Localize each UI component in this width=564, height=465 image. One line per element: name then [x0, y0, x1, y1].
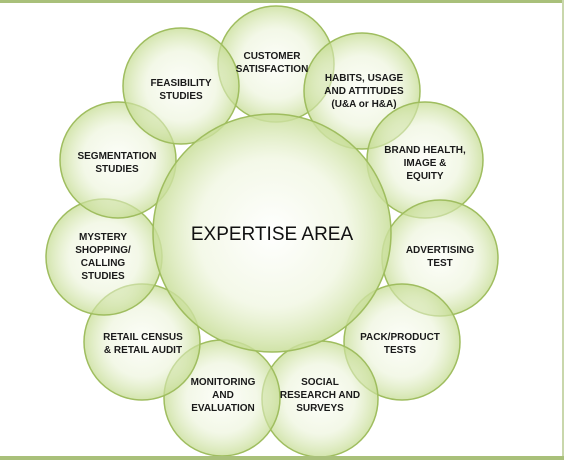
label-retail-census: RETAIL CENSUS & RETAIL AUDIT [103, 332, 183, 356]
label-line: AND [212, 390, 234, 401]
circle-feasibility-studies [122, 27, 240, 145]
label-line: MONITORING [191, 377, 256, 388]
satellite-circles [45, 5, 499, 458]
label-line: STUDIES [159, 91, 203, 102]
label-line: SOCIAL [301, 377, 339, 388]
label-feasibility-studies: FEASIBILITY STUDIES [150, 78, 211, 102]
label-line: EVALUATION [191, 403, 255, 414]
top-border [0, 0, 564, 3]
label-pack-product-tests: PACK/PRODUCT TESTS [360, 332, 440, 356]
label-line: RETAIL CENSUS [103, 332, 183, 343]
label-line: ADVERTISING [406, 245, 475, 256]
label-mystery-shopping: MYSTERY SHOPPING/CALLING STUDIES [75, 232, 131, 282]
label-customer-satisfaction: CUSTOMER SATISFACTION [236, 51, 309, 75]
label-line: SEGMENTATION [77, 151, 156, 162]
bottom-border [0, 456, 564, 460]
label-line: STUDIES [81, 271, 125, 282]
label-line: BRAND HEALTH, [384, 145, 466, 156]
circle-pack-product-tests [343, 283, 461, 401]
right-border [562, 0, 564, 460]
label-line: SHOPPING/ [75, 245, 131, 256]
label-line: AND ATTITUDES [324, 86, 404, 97]
center-label: EXPERTISE AREA [191, 224, 354, 245]
label-line: EQUITY [406, 171, 444, 182]
label-line: PACK/PRODUCT [360, 332, 440, 343]
label-advertising-test: ADVERTISING TEST [406, 245, 475, 269]
satellite-labels: CUSTOMER SATISFACTION HABITS, USAGE AND ATT… [75, 51, 474, 414]
label-line: SURVEYS [296, 403, 344, 414]
label-line: TEST [427, 258, 453, 269]
label-line: FEASIBILITY [150, 78, 211, 89]
label-habits-usage-attitudes: HABITS, USAGE AND ATTITUDES (U&A or H&A) [324, 73, 404, 110]
center-circle [152, 113, 392, 353]
label-line: MYSTERY [79, 232, 127, 243]
label-line: CALLING [81, 258, 126, 269]
label-brand-health: BRAND HEALTH, IMAGE & EQUITY [384, 145, 466, 182]
label-social-research: SOCIAL RESEARCH AND SURVEYS [280, 377, 360, 414]
label-line: & RETAIL AUDIT [104, 345, 182, 356]
label-segmentation-studies: SEGMENTATION STUDIES [77, 151, 156, 175]
label-line: SATISFACTION [236, 64, 309, 75]
label-line: TESTS [384, 345, 417, 356]
label-monitoring-evaluation: MONITORING AND EVALUATION [191, 377, 256, 414]
label-line: HABITS, USAGE [325, 73, 404, 84]
center-node: EXPERTISE AREA [152, 113, 392, 353]
label-line: STUDIES [95, 164, 139, 175]
label-line: CUSTOMER [243, 51, 301, 62]
label-line: IMAGE & [404, 158, 447, 169]
label-line: (U&A or H&A) [331, 99, 396, 110]
label-line: RESEARCH AND [280, 390, 360, 401]
